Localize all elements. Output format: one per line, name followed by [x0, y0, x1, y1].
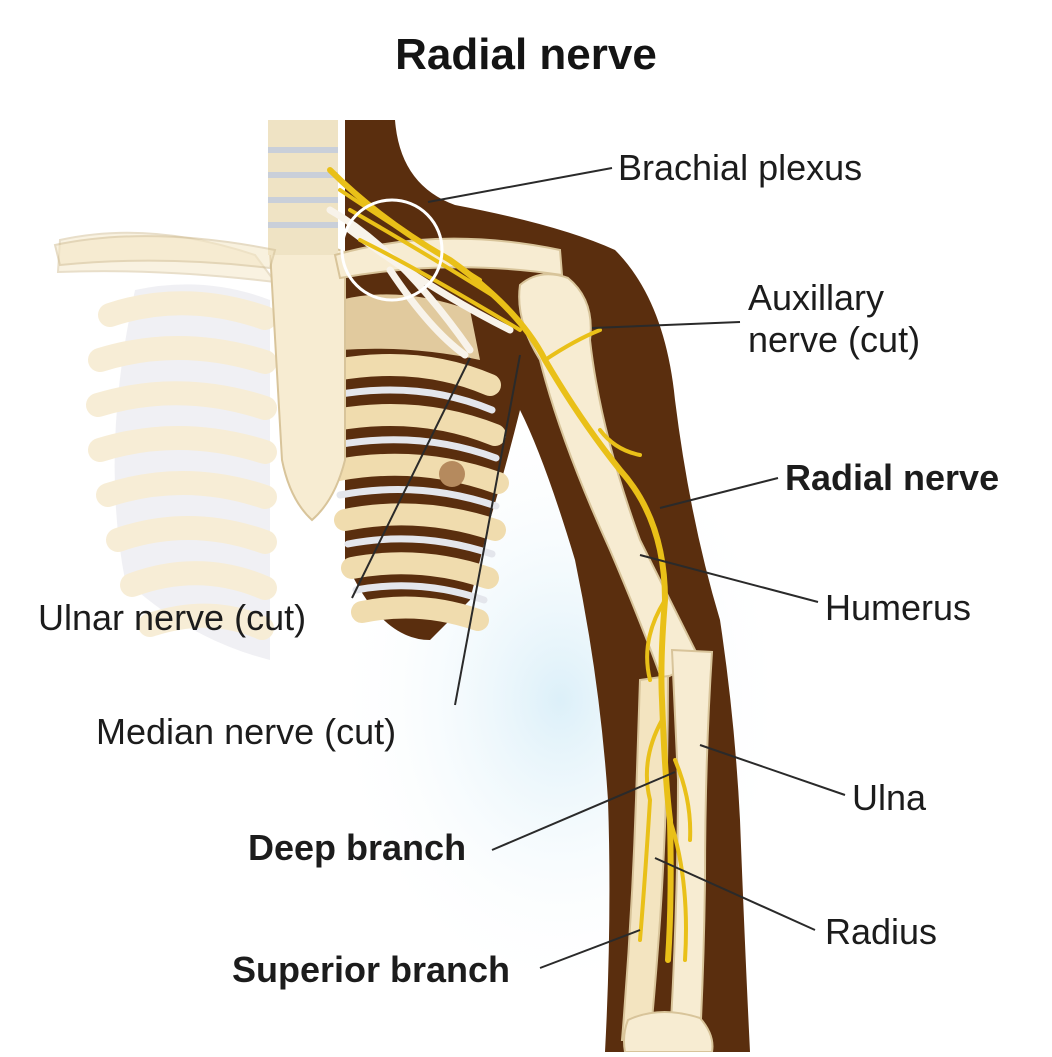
label-superior-branch: Superior branch	[232, 950, 510, 990]
label-radius: Radius	[825, 912, 937, 952]
diagram-title: Radial nerve	[0, 30, 1052, 80]
label-auxillary-line1: Auxillary	[748, 278, 884, 318]
sternum	[270, 244, 345, 520]
label-ulnar-nerve: Ulnar nerve (cut)	[38, 598, 306, 638]
label-deep-branch: Deep branch	[248, 828, 466, 868]
label-humerus: Humerus	[825, 588, 971, 628]
label-ulna: Ulna	[852, 778, 926, 818]
label-radial-nerve: Radial nerve	[785, 458, 999, 498]
label-auxillary-line2: nerve (cut)	[748, 320, 920, 360]
label-brachial-plexus: Brachial plexus	[618, 148, 862, 188]
label-median-nerve: Median nerve (cut)	[96, 712, 396, 752]
left-ribcage	[58, 233, 275, 660]
nipple	[439, 461, 465, 487]
cervical-spine	[268, 120, 338, 255]
wrist-bones	[624, 1012, 713, 1052]
